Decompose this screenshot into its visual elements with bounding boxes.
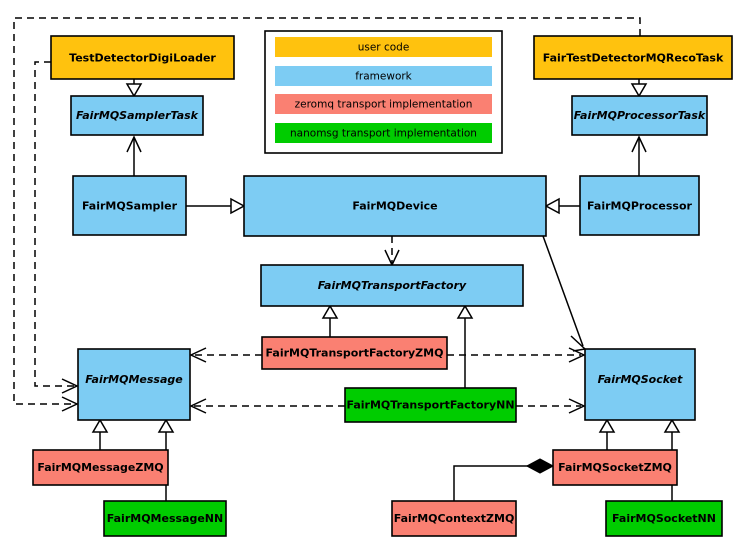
legend-label-user-code: user code xyxy=(358,42,410,54)
node-fair-mq-transport-factory[interactable]: FairMQTransportFactory xyxy=(260,264,524,307)
node-fair-mq-device[interactable]: FairMQDevice xyxy=(243,175,547,237)
edge-tfnn-inherits-tf xyxy=(456,304,474,388)
node-label-fair-mq-message-zmq: FairMQMessageZMQ xyxy=(37,461,163,474)
edge-device-uses-socket xyxy=(542,235,587,352)
node-label-fair-mq-context-zmq: FairMQContextZMQ xyxy=(394,512,515,525)
legend-swatch-zeromq xyxy=(275,94,492,114)
node-fair-mq-transport-factory-nn[interactable]: FairMQTransportFactoryNN xyxy=(344,387,517,423)
legend-label-nanomsg: nanomsg transport implementation xyxy=(290,128,477,140)
node-label-fair-mq-device: FairMQDevice xyxy=(352,200,437,213)
node-label-fair-mq-transport-factory-zmq: FairMQTransportFactoryZMQ xyxy=(266,347,444,360)
legend-swatch-user-code xyxy=(275,37,492,57)
edge-socketzmq-inherits-socket xyxy=(598,418,616,450)
node-label-test-detector-digi-loader: TestDetectorDigiLoader xyxy=(69,52,216,65)
node-fair-mq-socket-zmq[interactable]: FairMQSocketZMQ xyxy=(552,449,678,486)
node-fair-mq-context-zmq[interactable]: FairMQContextZMQ xyxy=(391,500,517,537)
node-label-fair-mq-processor-task: FairMQProcessorTask xyxy=(574,109,706,122)
node-label-fair-mq-processor: FairMQProcessor xyxy=(587,200,692,213)
edge-tfzmq-inherits-tf xyxy=(321,304,339,337)
node-label-fair-mq-transport-factory: FairMQTransportFactory xyxy=(318,279,467,292)
node-fair-mq-message[interactable]: FairMQMessage xyxy=(77,348,191,421)
legend-swatch-nanomsg xyxy=(275,123,492,143)
node-label-fair-mq-message-nn: FairMQMessageNN xyxy=(107,512,223,525)
edge-processor-inherits-device xyxy=(544,197,580,215)
node-fair-mq-message-nn[interactable]: FairMQMessageNN xyxy=(103,500,227,537)
node-fair-mq-socket[interactable]: FairMQSocket xyxy=(584,348,696,421)
edge-processor-uses-processortask xyxy=(631,135,647,176)
node-layer: TestDetectorDigiLoader FairTestDetectorM… xyxy=(32,35,733,537)
edge-digiloader-inherits-samplertask xyxy=(125,79,143,98)
node-label-fair-mq-socket: FairMQSocket xyxy=(598,373,684,386)
node-fair-mq-socket-nn[interactable]: FairMQSocketNN xyxy=(605,500,723,537)
edge-tfzmq-depends-message xyxy=(189,347,262,363)
node-fair-mq-sampler[interactable]: FairMQSampler xyxy=(72,175,187,236)
edge-tfnn-depends-socket xyxy=(516,398,586,414)
node-fair-mq-message-zmq[interactable]: FairMQMessageZMQ xyxy=(32,449,169,486)
edge-device-depends-transportfactory xyxy=(384,236,400,267)
node-label-fair-mq-socket-zmq: FairMQSocketZMQ xyxy=(558,461,672,474)
edge-sampler-uses-samplertask xyxy=(126,135,142,176)
node-fair-mq-processor-task[interactable]: FairMQProcessorTask xyxy=(571,95,708,136)
node-fair-mq-sampler-task[interactable]: FairMQSamplerTask xyxy=(70,95,204,136)
node-label-fair-mq-socket-nn: FairMQSocketNN xyxy=(612,512,716,525)
edge-recotask-inherits-processortask xyxy=(630,79,648,98)
legend: user code framework zeromq transport imp… xyxy=(264,30,503,154)
node-label-fair-test-detector-mq-reco-task: FairTestDetectorMQRecoTask xyxy=(543,52,724,65)
legend-label-framework: framework xyxy=(355,71,412,83)
legend-item-nanomsg: nanomsg transport implementation xyxy=(275,123,492,143)
node-label-fair-mq-message: FairMQMessage xyxy=(85,373,183,386)
edge-sampler-inherits-device xyxy=(186,197,246,215)
edge-recotask-depends-message xyxy=(13,17,641,412)
edge-messagezmq-inherits-message xyxy=(91,418,109,450)
node-fair-mq-processor[interactable]: FairMQProcessor xyxy=(579,175,700,236)
legend-item-framework: framework xyxy=(275,66,492,86)
legend-swatch-framework xyxy=(275,66,492,86)
node-label-fair-mq-sampler: FairMQSampler xyxy=(82,200,178,213)
legend-item-user-code: user code xyxy=(275,37,492,57)
legend-label-zeromq: zeromq transport implementation xyxy=(295,99,473,111)
legend-item-zeromq: zeromq transport implementation xyxy=(275,94,492,114)
edge-socketzmq-composes-contextzmq xyxy=(453,458,555,501)
node-test-detector-digi-loader[interactable]: TestDetectorDigiLoader xyxy=(50,35,235,80)
node-label-fair-mq-transport-factory-nn: FairMQTransportFactoryNN xyxy=(346,399,514,412)
edge-tfnn-depends-message xyxy=(189,398,345,414)
edge-digiloader-depends-message xyxy=(34,61,79,394)
node-fair-mq-transport-factory-zmq[interactable]: FairMQTransportFactoryZMQ xyxy=(261,336,448,370)
node-label-fair-mq-sampler-task: FairMQSamplerTask xyxy=(76,109,199,122)
node-fair-test-detector-mq-reco-task[interactable]: FairTestDetectorMQRecoTask xyxy=(533,35,733,80)
edge-tfzmq-depends-socket xyxy=(447,347,586,363)
